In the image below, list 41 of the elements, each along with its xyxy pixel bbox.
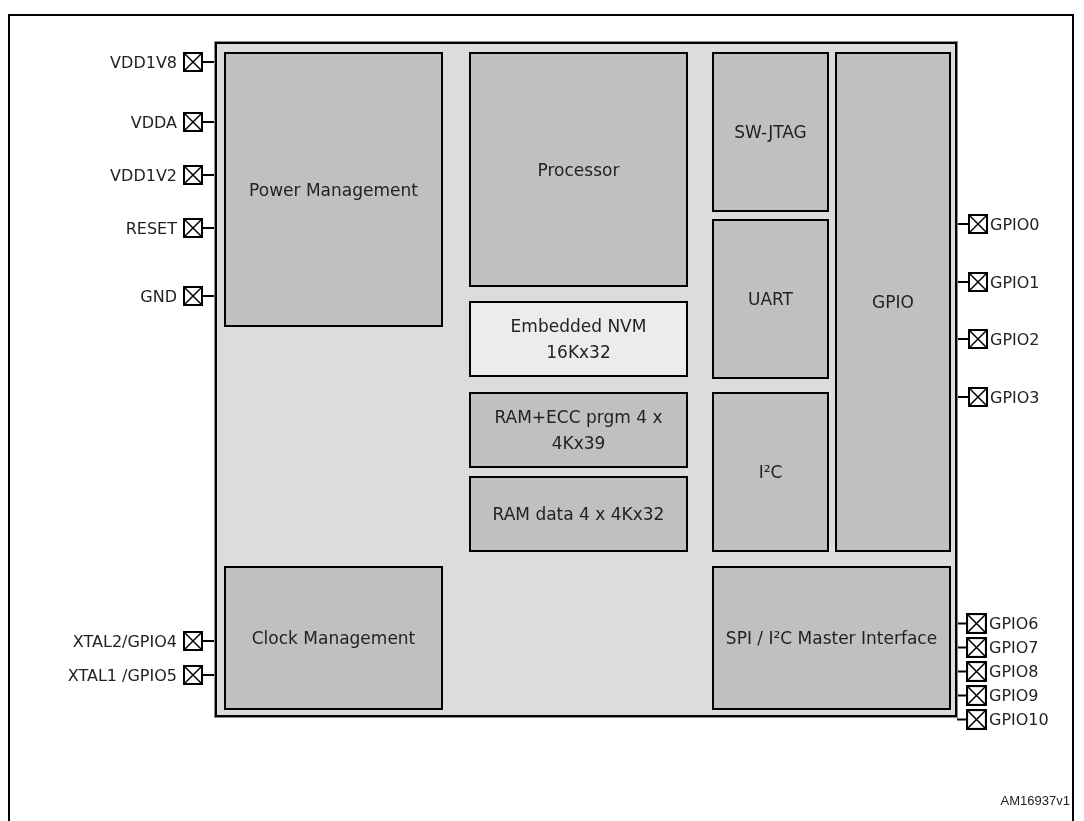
pin-line: [202, 674, 216, 676]
pin-line: [956, 338, 969, 340]
function-block: UART: [712, 219, 829, 379]
pin-line: [956, 718, 967, 721]
figure-id: AM16937v1: [1000, 793, 1070, 808]
pin-label: GND: [140, 286, 177, 306]
function-block: I²C: [712, 392, 829, 552]
pin-label: GPIO1: [990, 272, 1040, 292]
pin-label: VDDA: [130, 112, 177, 132]
pin-label: XTAL1 /GPIO5: [67, 665, 177, 685]
pin-line: [202, 295, 216, 297]
function-block: SPI / I²C Master Interface: [712, 566, 951, 710]
function-block: Processor: [469, 52, 688, 287]
pin-label: GPIO6: [989, 614, 1039, 633]
pin-line: [202, 61, 216, 63]
pin-label: GPIO2: [990, 329, 1040, 349]
function-block: SW-JTAG: [712, 52, 829, 212]
pin-label: VDD1V8: [110, 52, 177, 72]
pin-line: [956, 396, 969, 398]
function-block: GPIO: [835, 52, 951, 552]
pin-label: GPIO3: [990, 387, 1040, 407]
pin-label: XTAL2/GPIO4: [72, 631, 177, 651]
pin-line: [202, 227, 216, 229]
function-block: RAM+ECC prgm 4 x 4Kx39: [469, 392, 688, 468]
function-block: Power Management: [224, 52, 443, 327]
pin-label: GPIO8: [989, 662, 1039, 681]
pin-label: GPIO10: [989, 710, 1049, 729]
chip-outline: [215, 42, 957, 717]
function-block: Embedded NVM 16Kx32: [469, 301, 688, 377]
pin-line: [202, 174, 216, 176]
pin-label: VDD1V2: [110, 165, 177, 185]
pin-line: [956, 281, 969, 283]
function-block: RAM data 4 x 4Kx32: [469, 476, 688, 552]
function-block: Clock Management: [224, 566, 443, 710]
pin-line: [202, 640, 216, 642]
pin-label: GPIO0: [990, 214, 1040, 234]
pin-label: RESET: [125, 218, 177, 238]
pin-label: GPIO9: [989, 686, 1039, 705]
pin-label: GPIO7: [989, 638, 1039, 657]
pin-line: [956, 223, 969, 225]
pin-line: [202, 121, 216, 123]
